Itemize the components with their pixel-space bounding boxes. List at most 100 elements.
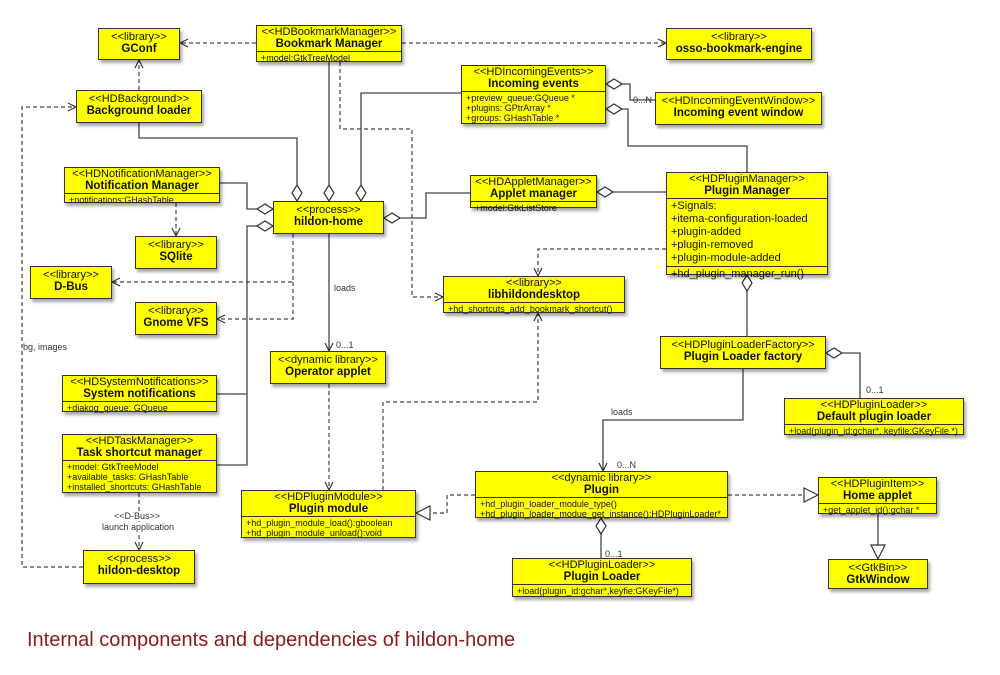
attribute: +plugins: GPtrArray *	[466, 103, 551, 113]
diagram-caption: Internal components and dependencies of …	[27, 629, 516, 651]
signal: +Signals:	[671, 200, 717, 212]
pm-to-lib	[538, 248, 666, 276]
stereotype: <<HDIncomingEventWindow>>	[661, 95, 816, 107]
gnome-vfs-box: <<library>>Gnome VFS	[135, 302, 217, 335]
home-to-dbus	[112, 234, 294, 282]
desktop-to-bg	[21, 107, 83, 568]
system-notifications-box: <<HDSystemNotifications>>System notifica…	[62, 375, 217, 413]
stereotype: <<library>>	[43, 269, 99, 281]
method: +hd_plugin_manager_run()	[671, 268, 805, 280]
loads-label: loads	[611, 407, 633, 417]
libhildondesktop-box: <<library>>libhildondesktop +hd_shortcuts…	[443, 276, 625, 314]
method: +load(plugin_id:gchar*, keyfile:GKeyFile…	[789, 426, 958, 436]
stereotype: <<process>>	[296, 204, 361, 216]
box-name: Background loader	[86, 105, 192, 117]
notif-to-home	[220, 182, 273, 209]
attribute: +groups: GHashTable *	[466, 113, 560, 123]
box-name: hildon-home	[294, 216, 363, 228]
stereotype: <<library>>	[506, 277, 562, 289]
attribute: +notifications:GHashTable	[69, 195, 174, 205]
stereotype: <<HDBackground>>	[88, 93, 190, 105]
gtkwindow-box: <<GtkBin>>GtkWindow	[828, 559, 928, 589]
box-name: hildon-desktop	[97, 565, 181, 577]
stereotype: <<HDPluginLoader>>	[548, 559, 656, 571]
box-name: Applet manager	[490, 188, 577, 200]
method: +hd_plugin_loader_module_type()	[480, 499, 617, 509]
box-name: Plugin Loader	[563, 571, 641, 583]
box-name: osso-bookmark-engine	[675, 43, 803, 55]
module-to-lib	[382, 313, 538, 490]
pm-to-incoming	[606, 109, 748, 172]
box-name: Home applet	[842, 490, 912, 502]
incoming-to-home	[361, 92, 461, 201]
signal: +plugin-added	[671, 226, 742, 238]
stereotype: <<library>>	[711, 31, 767, 43]
stereotype: <<library>>	[111, 31, 167, 43]
box-name: Default plugin loader	[816, 411, 932, 423]
bg-images-label: bg, images	[23, 342, 68, 352]
multiplicity-label: 0...N	[617, 460, 637, 470]
home-to-gnomevfs	[217, 282, 294, 319]
method: +hd_plugin_module_load():gboolean	[246, 518, 393, 528]
attribute: +model:GtkTreeModel	[261, 53, 350, 63]
multiplicity-label: 0...1	[336, 340, 354, 350]
box-name: Plugin module	[288, 503, 369, 515]
operator-applet-box: <<dynamic library>>Operator applet	[270, 351, 386, 384]
multiplicity-label: 0...1	[866, 385, 884, 395]
default-plugin-loader-box: <<HDPluginLoader>>Default plugin loader +…	[784, 398, 964, 436]
attribute: +model: GtkTreeModel	[67, 462, 159, 472]
stereotype: <<HDTaskManager>>	[85, 435, 194, 447]
stereotype: <<dynamic library>>	[551, 472, 652, 484]
plugin-module-box: <<HDPluginModule>>Plugin module +hd_plugi…	[241, 490, 416, 538]
attribute: +available_tasks: GHashTable	[67, 472, 189, 482]
hildon-desktop-box: <<process>>hildon-desktop	[83, 550, 195, 584]
plugin-loader-factory-box: <<HDPluginLoaderFactory>>Plugin Loader f…	[660, 336, 826, 369]
attribute: +preview_queue:GQueue *	[466, 93, 575, 103]
background-loader-box: <<HDBackground>>Background loader	[76, 90, 202, 123]
stereotype: <<process>>	[106, 553, 172, 565]
box-name: Plugin	[583, 484, 620, 496]
stereotype: <<HDPluginModule>>	[274, 491, 383, 503]
stereotype: <<HDPluginManager>>	[689, 173, 805, 185]
launch-application-label: launch application	[102, 522, 175, 532]
box-name: Notification Manager	[85, 180, 199, 192]
box-name: SQlite	[159, 251, 193, 263]
attribute: +model:GtkListStore	[475, 203, 557, 213]
plugin-to-module	[416, 494, 475, 513]
gconf-box: <<library>>GConf	[98, 28, 180, 60]
applet-to-home	[384, 192, 470, 218]
box-name: Bookmark Manager	[275, 38, 383, 50]
stereotype: <<HDSystemNotifications>>	[70, 376, 209, 388]
stereotype: <<HDPluginLoader>>	[820, 399, 928, 411]
box-name: Operator applet	[285, 366, 371, 378]
box-name: libhildondesktop	[488, 289, 580, 301]
bookmark-to-lib	[339, 62, 443, 297]
box-name: Gnome VFS	[143, 317, 209, 329]
osso-bookmark-engine-box: <<library>>osso-bookmark-engine	[666, 28, 812, 60]
bg-to-home	[138, 123, 297, 201]
dbus-box: <<library>>D-Bus	[30, 266, 112, 299]
window-to-incoming	[606, 84, 655, 101]
stereotype: <<dynamic library>>	[278, 354, 378, 366]
sqlite-box: <<library>>SQlite	[135, 236, 217, 269]
stereotype: <<HDPluginLoaderFactory>>	[671, 339, 815, 351]
signal: +plugin-removed	[671, 239, 754, 251]
method: +hd_shortcuts_add_bookmark_shortcut()	[448, 304, 613, 314]
method: +hd_plugin_module_unload():void	[246, 528, 382, 538]
box-name: Plugin Loader factory	[683, 351, 803, 363]
box-name: GtkWindow	[846, 574, 910, 586]
method: +load(plugin_id:gchar*,keyfie:GKeyFile*)	[517, 586, 679, 596]
attribute: +installed_shortcuts: GHashTable	[67, 482, 202, 492]
factory-loads-plugin	[603, 369, 744, 471]
stereotype: <<HDIncomingEvents>>	[473, 66, 594, 78]
loads-label: loads	[334, 283, 356, 293]
attribute: +diakog_queue: GQueue	[67, 403, 168, 413]
stereotype: <<HDNotificationManager>>	[72, 168, 212, 180]
multiplicity-label: 0...N	[633, 95, 653, 105]
box-name: GConf	[121, 43, 157, 55]
method: +get_applet_id():gchar *	[823, 505, 920, 515]
task-to-home	[217, 226, 273, 466]
default-to-factory	[826, 353, 861, 398]
bookmark-manager-box: <<HDBookmarkManager>>Bookmark Manager+mo…	[256, 25, 402, 63]
stereotype: <<library>>	[148, 305, 204, 317]
